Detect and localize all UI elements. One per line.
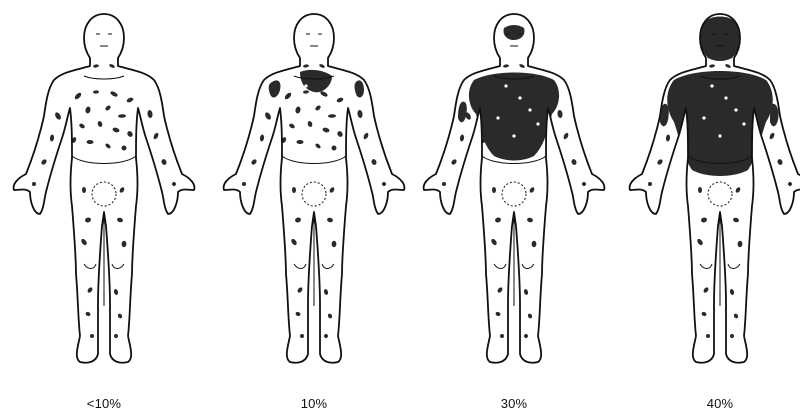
caption-under-10-percent: <10% xyxy=(4,396,204,411)
caption-30-percent: 30% xyxy=(414,396,614,411)
spared-skin-dot xyxy=(710,84,713,87)
spared-skin-dot xyxy=(318,96,321,99)
spared-skin-dot xyxy=(504,84,507,87)
spared-skin-dot xyxy=(702,116,705,119)
figure-svg xyxy=(414,6,614,378)
body-fill xyxy=(224,14,405,363)
figure-30-percent xyxy=(414,6,614,378)
figure-under-10-percent xyxy=(4,6,204,378)
spared-skin-dot xyxy=(734,108,737,111)
spared-skin-dot xyxy=(304,84,307,87)
confluent-patch xyxy=(667,71,773,176)
spared-skin-dot xyxy=(724,96,727,99)
figure-40-percent xyxy=(620,6,800,378)
spared-skin-dot xyxy=(312,134,315,137)
body-fill xyxy=(424,14,605,363)
spared-skin-dot xyxy=(328,108,331,111)
figure-svg xyxy=(620,6,800,378)
spared-skin-dot xyxy=(496,116,499,119)
spared-skin-dot xyxy=(742,122,745,125)
spared-skin-dot xyxy=(518,96,521,99)
spared-skin-dot xyxy=(718,134,721,137)
confluent-patch xyxy=(700,17,740,62)
figure-svg xyxy=(214,6,414,378)
spared-skin-dot xyxy=(528,108,531,111)
spared-skin-dot xyxy=(536,122,539,125)
body-fill xyxy=(14,14,195,363)
spared-skin-dot xyxy=(336,122,339,125)
spared-skin-dot xyxy=(296,116,299,119)
caption-10-percent: 10% xyxy=(214,396,414,411)
figure-10-percent xyxy=(214,6,414,378)
figure-svg xyxy=(4,6,204,378)
caption-40-percent: 40% xyxy=(620,396,800,411)
spared-skin-dot xyxy=(512,134,515,137)
